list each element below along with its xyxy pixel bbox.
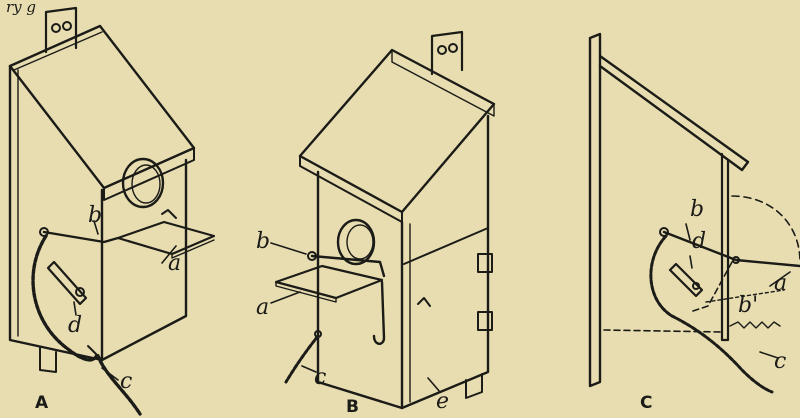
figure-a-entrance-hole-inner	[131, 164, 161, 204]
figure-a-label-c: c	[120, 369, 132, 394]
figure-b-leader-c	[301, 365, 317, 373]
figure-b-caption: B	[346, 397, 359, 417]
figure-b-label-b: b	[256, 229, 270, 254]
figure-b-rod-ring	[307, 251, 317, 261]
figure-b-roof-edge	[299, 155, 403, 223]
figure-c-leader-b	[685, 223, 691, 241]
figure-a-rope	[31, 234, 142, 416]
figure-b-door-latch	[417, 297, 431, 307]
figure-b-rope	[284, 334, 320, 384]
figure-a-entrance-hole	[121, 157, 165, 209]
figure-b-roof	[298, 48, 496, 214]
figure-c-back-board	[588, 32, 602, 388]
figure-a-hinge	[161, 209, 177, 219]
figure-b-entrance-hole-inner	[346, 224, 374, 260]
figure-b-leader-b	[270, 242, 307, 255]
figure-a-roof	[8, 24, 196, 190]
figure-a-leader-b	[93, 220, 99, 235]
figure-b-front-wall	[316, 170, 404, 410]
figure-b-perch	[274, 264, 384, 300]
figure-a-leader-c	[101, 367, 119, 381]
figure-b-entrance-hole	[336, 218, 376, 266]
figure-a: a b c d A	[8, 6, 216, 416]
figure-b-leader-a	[270, 291, 301, 304]
figure-b-hook	[372, 280, 386, 345]
figure-a-hanging-tab	[44, 6, 78, 54]
figure-c-floor	[603, 329, 723, 333]
figure-b-hinge-bottom	[477, 311, 493, 331]
figure-b-label-e: e	[436, 389, 449, 414]
figure-a-caption: A	[35, 393, 49, 413]
figure-c-linkage	[689, 261, 733, 313]
figure-c-leader-a	[769, 271, 791, 287]
cropped-top-text: ry g	[6, 0, 36, 16]
figure-c-rope	[649, 234, 774, 394]
figure-b-rod	[310, 254, 386, 278]
figure-c-label-c: c	[774, 349, 786, 374]
figure-a-label-a: a	[168, 251, 181, 276]
figure-a-roof-line	[13, 31, 103, 71]
figure-c-front-wall	[720, 152, 730, 342]
figure-a-rope-clip	[87, 345, 101, 359]
figure-a-tab-hole	[62, 21, 72, 31]
figure-c-leader-d	[689, 255, 693, 269]
figure-c-label-d: d	[692, 229, 706, 254]
figure-b-label-a: a	[256, 295, 269, 320]
figure-b-leader-e	[427, 377, 441, 393]
figure-a-bottom-tab	[39, 347, 57, 373]
figure-a-perch-edge	[171, 239, 215, 259]
figure-b-door-top	[403, 227, 489, 265]
figure-b-tab-hole	[448, 43, 458, 53]
figure-a-front-wall	[100, 158, 188, 362]
figure-c-lever	[668, 262, 704, 298]
figure-c-bolt	[729, 321, 781, 329]
figure-c-leader-b-prime	[705, 289, 785, 303]
figure-c-rod-pivot	[732, 256, 740, 264]
figure-b-hanging-tab	[430, 30, 464, 76]
figure-a-tab-hole	[51, 23, 61, 33]
figure-b-roof-back-edge	[391, 49, 495, 117]
figure-c: b d a b' c C	[588, 32, 800, 413]
figure-a-label-d: d	[68, 313, 82, 338]
figure-a-leader-a	[161, 245, 177, 264]
figure-a-perch	[116, 220, 216, 256]
figure-a-roof-edge	[103, 147, 195, 201]
figure-b-perch-edge	[275, 281, 337, 303]
figure-c-leader-c	[759, 351, 779, 359]
figure-b-label-c: c	[314, 365, 326, 390]
figure-a-label-b: b	[88, 203, 102, 228]
figure-a-lever	[46, 260, 88, 306]
figure-b-bottom-tab	[465, 373, 483, 399]
figure-b: b a c e B	[256, 30, 496, 417]
figure-b-tab-hole	[437, 45, 447, 55]
figure-c-label-a: a	[774, 271, 787, 296]
figure-c-roof	[598, 54, 750, 172]
figure-c-label-b-prime: b'	[738, 293, 758, 318]
figure-c-rod	[662, 230, 800, 268]
figure-a-rod	[42, 230, 120, 244]
figure-c-lever-pivot	[692, 282, 700, 290]
figure-a-leader-d	[73, 301, 77, 316]
figure-a-lever-pivot	[75, 287, 85, 297]
figure-b-rope-eye	[314, 330, 322, 338]
figure-c-label-b: b	[690, 197, 704, 222]
figure-c-swing-arc	[731, 195, 800, 263]
figure-b-side-wall	[400, 114, 490, 410]
figure-c-caption: C	[640, 393, 652, 413]
figure-b-hinge-top	[477, 253, 493, 273]
figure-a-side-wall	[8, 64, 104, 362]
